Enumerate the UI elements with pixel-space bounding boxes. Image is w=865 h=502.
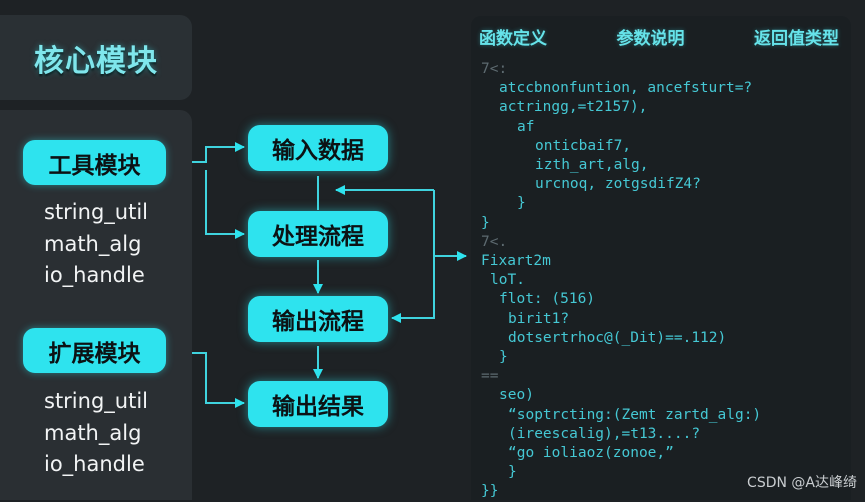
flow-node-label: 输出流程 <box>272 309 364 335</box>
code-line: “soptrcting:(Zemt zartd_alg:) <box>508 406 762 423</box>
page-title: 核心模块 <box>34 43 158 79</box>
code-line: } <box>481 214 490 231</box>
flow-node-output-process[interactable]: 输出流程 <box>248 296 388 342</box>
code-line: } <box>517 195 526 212</box>
flow-node-process[interactable]: 处理流程 <box>248 211 388 257</box>
code-panel: 函数定义 参数说明 返回值类型 7<: atccbnonfuntion, ance… <box>471 16 851 500</box>
code-line: actringg,=t2157), <box>499 99 648 116</box>
module-item: io_handle <box>44 452 145 476</box>
watermark: CSDN @A达峰绮 <box>747 475 857 491</box>
module-item: io_handle <box>44 263 145 287</box>
header-function-definition: 函数定义 <box>479 28 547 49</box>
code-line: == <box>481 368 499 385</box>
code-line: } <box>499 349 508 366</box>
tool-module-label: 工具模块 <box>48 152 141 179</box>
code-line: flot: (516) <box>499 291 596 308</box>
header-return-type: 返回值类型 <box>754 28 839 49</box>
tool-module-badge[interactable]: 工具模块 <box>23 140 166 185</box>
header-parameter-description: 参数说明 <box>616 28 685 49</box>
flow-node-output-result[interactable]: 输出结果 <box>248 381 388 427</box>
code-line: loT. <box>490 272 525 289</box>
module-item: string_util <box>44 389 148 413</box>
code-line: urcnoq, zotgsdifZ4? <box>535 176 701 193</box>
code-header: 函数定义 参数说明 返回值类型 <box>471 16 851 56</box>
module-item: string_util <box>44 200 148 224</box>
code-line: } <box>508 464 517 481</box>
flow-node-label: 输出结果 <box>272 394 364 420</box>
extension-module-list: string_util math_alg io_handle <box>44 386 148 481</box>
module-item: math_alg <box>44 420 142 445</box>
extension-module-badge[interactable]: 扩展模块 <box>23 328 166 373</box>
extension-module-label: 扩展模块 <box>48 340 141 367</box>
flow-node-label: 输入数据 <box>272 138 364 164</box>
code-line: Fixart2m <box>481 253 551 270</box>
code-body: 7<: atccbnonfuntion, ancefsturt=? actringg… <box>481 60 841 502</box>
module-item: math_alg <box>44 231 142 256</box>
code-line: 7<. <box>481 233 508 250</box>
core-module-title-panel: 核心模块 <box>0 15 192 100</box>
code-line: (ireescalig),=t13....? <box>508 425 701 442</box>
code-line: seo) <box>499 387 534 404</box>
code-line: atccbnonfuntion, ancefsturt=? <box>499 80 753 97</box>
flow-node-input-data[interactable]: 输入数据 <box>248 125 388 171</box>
tool-module-list: string_util math_alg io_handle <box>44 197 148 292</box>
code-line: “go ioliaoz(zonoe,” <box>508 445 674 462</box>
code-line: af <box>517 118 535 135</box>
code-line: }} <box>481 483 499 500</box>
code-line: izth_art,alg, <box>535 157 649 174</box>
code-line: onticbaif7, <box>535 137 632 154</box>
code-line: 7<: <box>481 61 508 77</box>
code-line: dotsertrhoc@(_Dit)==.112) <box>508 329 727 346</box>
flow-node-label: 处理流程 <box>272 224 364 250</box>
code-line: birit1? <box>508 310 570 327</box>
